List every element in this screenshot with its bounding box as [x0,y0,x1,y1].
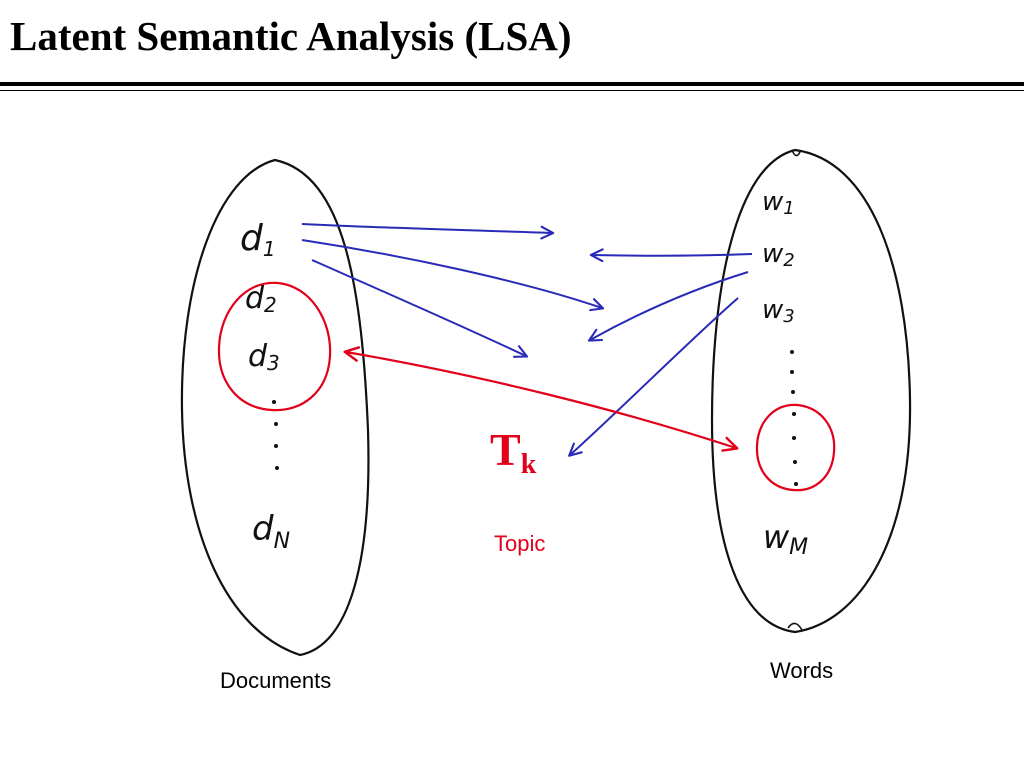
document-label-d3: d3 [248,339,280,375]
documents-label: Documents [220,668,331,693]
word-label-wM: wM [763,518,808,560]
document-ellipsis-dots [272,400,279,470]
word-label-w1: w1 [762,187,795,219]
document-label-dN: dN [252,509,290,554]
topic-label: Topic [494,531,545,556]
arrow-d1-down [311,259,529,358]
words-ellipse [710,148,912,634]
words-ellipse-notch [787,149,803,631]
title-rule-thin [0,90,1024,91]
word-label-w3: w3 [762,295,795,327]
documents-ellipse [180,158,370,657]
word-ellipsis-dots [790,350,798,486]
arrow-w2-down-left [587,271,749,342]
document-label-d1: d1 [240,218,276,261]
arrow-d1-right [301,223,555,240]
topic-symbol: Tk [490,424,537,480]
arrow-red-bidirectional [343,346,739,452]
document-label-d2: d2 [245,281,277,317]
arrow-w2-left [589,248,753,263]
word-cluster-circle [755,403,836,492]
slide-title: Latent Semantic Analysis (LSA) [10,13,572,59]
title-rule-thick [0,82,1024,86]
word-label-w2: w2 [762,239,795,271]
arrow-d1-down-right [301,239,605,312]
words-label: Words [770,658,833,683]
document-cluster-circle [217,281,332,412]
